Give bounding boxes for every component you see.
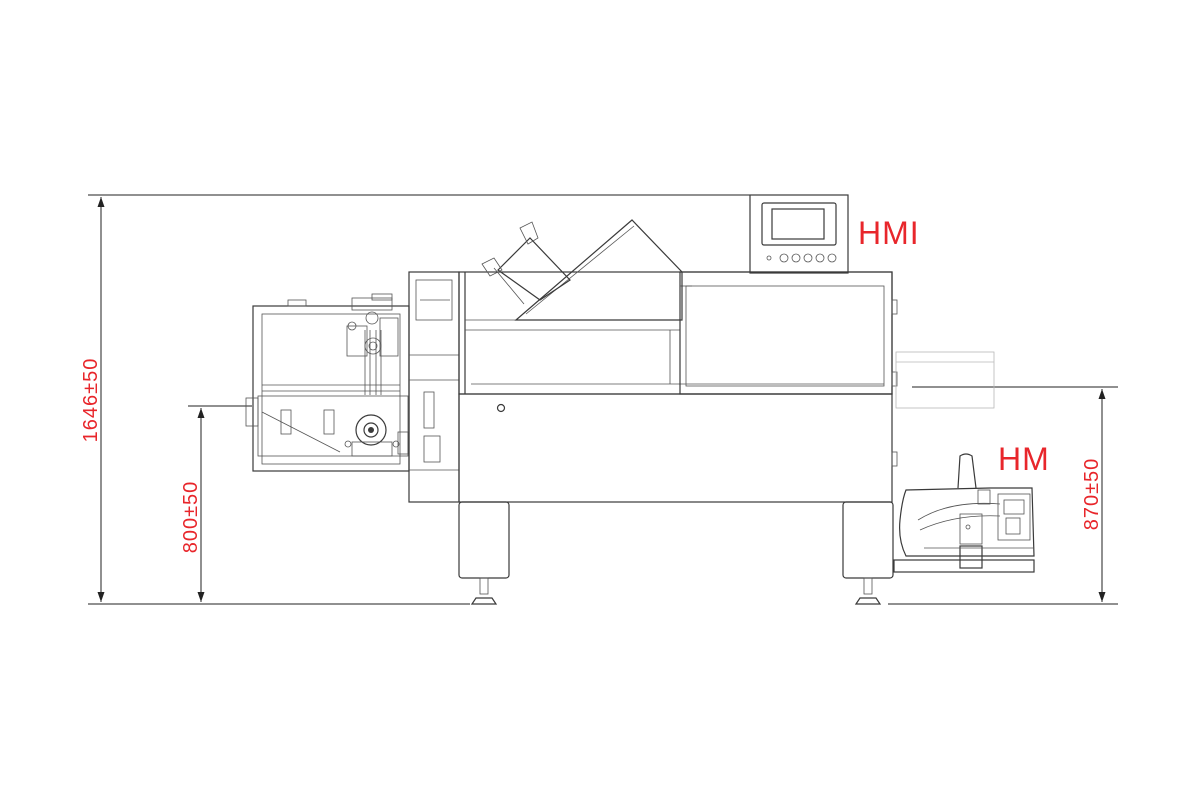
upper-guard [458, 271, 893, 395]
left-leg [458, 501, 510, 579]
machine-legs [458, 501, 894, 605]
magazine-hopper [514, 219, 683, 321]
right-foot [854, 597, 882, 605]
outfeed-conveyor [895, 351, 995, 409]
main-machine-body [458, 219, 995, 503]
transfer-section [408, 271, 460, 503]
hmi-screen [771, 208, 825, 240]
hmi-panel [749, 194, 849, 274]
infeed-frame [252, 305, 410, 472]
outfeed-height-label: 870±50 [1081, 458, 1103, 531]
hmi-label: HMI [858, 215, 920, 251]
dimension-lines [88, 194, 1118, 605]
transfer-frame [408, 271, 460, 503]
hmi-cabinet [749, 194, 849, 274]
hmi-buttons [766, 253, 837, 263]
left-foot [470, 597, 498, 605]
infeed-height-label: 800±50 [180, 481, 202, 554]
hm-body [899, 487, 1035, 557]
hot-melt-unit [893, 453, 1035, 573]
infeed-module [245, 293, 410, 472]
hm-base [893, 559, 1035, 573]
total-height-label: 1646±50 [80, 358, 102, 443]
magazine-feeder [497, 237, 571, 301]
hm-label: HM [998, 441, 1050, 477]
right-leg [842, 501, 894, 579]
lower-cabinet [458, 393, 893, 503]
hm-handle [957, 453, 977, 489]
